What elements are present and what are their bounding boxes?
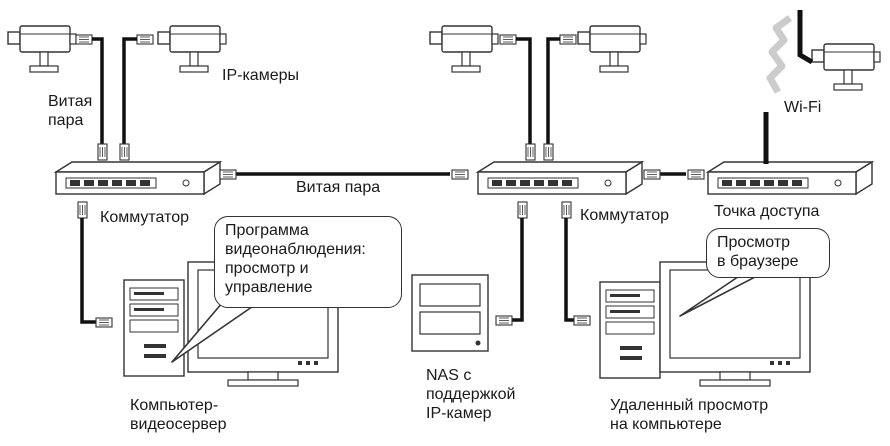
switch-right-label: Коммутатор [580, 207, 670, 224]
browser-bubble: Просмотр в браузере [706, 228, 830, 278]
switch-right [477, 161, 643, 195]
remote-pc-tower [599, 281, 661, 379]
nas-device [411, 274, 489, 352]
software-line-3: просмотр и [225, 260, 309, 277]
switch-left-label: Коммутатор [100, 209, 190, 226]
twisted-pair-label-mid: Витая пара [296, 179, 381, 196]
ip-cameras-label: IP-камеры [222, 67, 299, 84]
wifi-waves [766, 15, 793, 94]
wifi-label: Wi-Fi [784, 99, 822, 116]
remote-view-label: Удаленный просмотр на компьютере [610, 397, 769, 433]
switch-left [55, 161, 221, 195]
access-point [707, 161, 873, 195]
software-line-1: Программа [225, 222, 309, 239]
software-line-4: управление [225, 279, 313, 296]
video-server-label: Компьютер- видеосервер [130, 397, 227, 433]
ip-camera-2 [157, 25, 227, 73]
ip-camera-3 [429, 25, 499, 73]
software-line-2: видеонаблюдения: [225, 241, 366, 258]
access-point-label: Точка доступа [714, 203, 820, 220]
ip-camera-4 [577, 25, 647, 73]
browser-line-2: в браузере [717, 253, 799, 270]
software-bubble: Программа видеонаблюдения: просмотр и уп… [214, 216, 402, 308]
video-server-tower [123, 279, 185, 377]
ip-camera-1 [7, 25, 77, 73]
browser-line-1: Просмотр [717, 234, 791, 251]
wifi-camera [811, 43, 881, 91]
twisted-pair-label-top: Витая пара [48, 93, 93, 129]
nas-label: NAS с поддержкой IP-камер [426, 367, 516, 422]
